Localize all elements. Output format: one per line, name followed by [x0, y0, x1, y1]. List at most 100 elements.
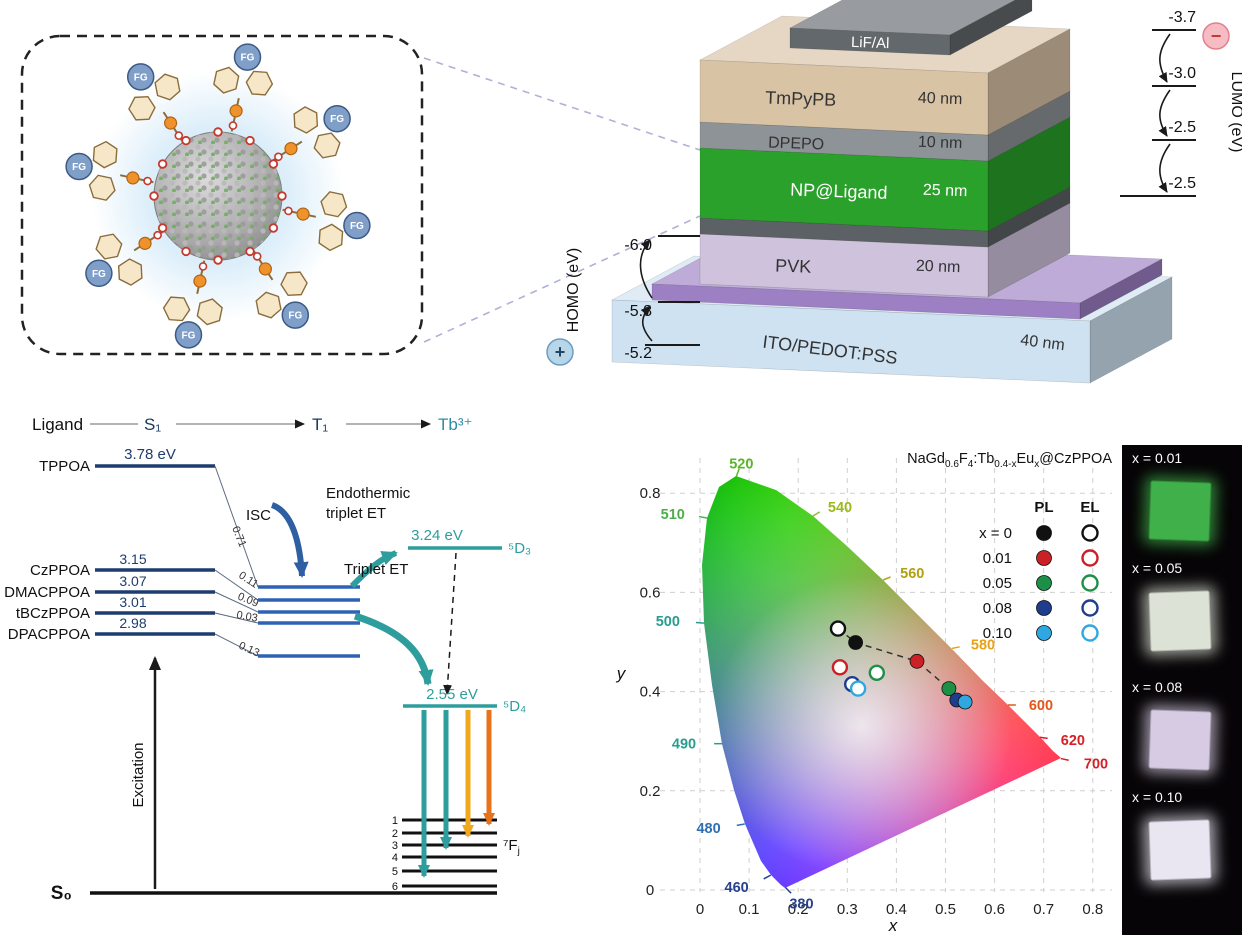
oxygen-atom: [198, 262, 208, 271]
wavelength-tick: [695, 621, 704, 624]
excitation-label: Excitation: [130, 742, 147, 807]
lumo-arrow: [1158, 89, 1171, 137]
oxygen-rim-atom: [157, 223, 168, 233]
homo-levels: HOMO (eV) -6.0 -5.8 -5.2 +: [546, 235, 700, 366]
ligand-arm: [124, 71, 184, 142]
s1-energy: 2.98: [119, 615, 146, 631]
dashed-inset-box: [20, 34, 424, 356]
phosphorus-atom: [164, 116, 178, 130]
legend-row-label: 0.05: [983, 575, 1012, 592]
ligand-name: tBCzPPOA: [16, 605, 90, 622]
lumo-axis-label: LUMO (eV): [1228, 72, 1242, 153]
header-t1: T₁: [312, 415, 328, 434]
legend-row-label: 0.10: [983, 625, 1012, 642]
wavelength-tick: [951, 646, 960, 650]
wavelength-tick: [882, 576, 891, 581]
nanoparticle-core-texture: [154, 132, 282, 260]
pl-point: [941, 681, 957, 696]
oxygen-rim-atom: [149, 191, 159, 201]
wavelength-tick: [736, 823, 745, 827]
fj-index: 4: [392, 852, 398, 864]
fg-label: FG: [134, 72, 148, 83]
wavelength-label: 700: [1084, 757, 1108, 773]
fg-label: FG: [72, 162, 86, 173]
wavelength-tick: [1060, 757, 1069, 761]
phosphorus-atom: [193, 274, 207, 288]
oxygen-rim-atom: [268, 223, 279, 233]
wavelength-label: 490: [672, 737, 696, 753]
x-axis-title: x: [888, 916, 898, 935]
layer-LiF/Al: LiF/Al: [788, 0, 1033, 56]
wavelength-tick: [1039, 736, 1048, 740]
lumo-value: -3.7: [1168, 9, 1196, 26]
s1-energy: 3.07: [119, 573, 146, 589]
endothermic-label-1: Endothermic: [326, 485, 411, 502]
isc-arrow: [270, 502, 309, 578]
wavelength-label: 600: [1029, 698, 1053, 714]
ligand-name: TPPOA: [39, 458, 90, 475]
ligand-arm: [282, 189, 350, 255]
header-s1: S₁: [144, 415, 161, 434]
wavelength-tick: [698, 515, 708, 519]
wavelength-label: 510: [661, 507, 685, 523]
lumo-arrow: [1158, 33, 1171, 83]
d4-energy: 2.55 eV: [426, 686, 478, 703]
wavelength-tick: [784, 886, 792, 894]
device-photo: [1148, 819, 1212, 881]
s1-energy: 3.01: [119, 594, 146, 610]
isc-yield: 0.13: [237, 640, 261, 660]
ligand-arm: [211, 64, 277, 132]
legend-el-swatch: [1081, 524, 1099, 542]
s1-energy: 3.15: [119, 551, 146, 567]
legend-el-swatch: [1081, 624, 1099, 642]
layer-thickness: 20 nm: [916, 258, 961, 277]
oxygen-rim-atom: [268, 159, 279, 169]
photo-label: x = 0.08: [1132, 679, 1182, 695]
header-tb: Tb³⁺: [438, 415, 472, 434]
ligand-name: DMACPPOA: [4, 584, 90, 601]
y-tick-label: 0.4: [640, 684, 661, 701]
x-tick-label: 0: [696, 901, 704, 918]
el-point: [868, 664, 885, 681]
layer-front-face: [699, 217, 989, 248]
legend-el-swatch: [1081, 549, 1099, 567]
fg-label: FG: [182, 330, 196, 341]
fj-label: ⁷Fj: [503, 837, 520, 857]
lumo-value: -2.5: [1168, 175, 1196, 192]
wavelength-tick: [735, 468, 740, 477]
oxygen-rim-atom: [213, 255, 223, 265]
device-photo: [1148, 590, 1212, 652]
fg-circle: [65, 152, 93, 181]
layer-thickness: 40 nm: [1019, 332, 1065, 354]
s0-label: S₀: [51, 883, 72, 904]
device-photo: [1148, 480, 1212, 542]
y-tick-label: 0.6: [640, 584, 661, 601]
oxygen-atom: [284, 206, 293, 216]
legend-el-header: EL: [1080, 499, 1099, 516]
zoom-connector-lines: [423, 57, 701, 343]
fg-label: FG: [330, 114, 344, 125]
endothermic-et-arrow: [349, 550, 398, 589]
nonradiative-arrow: [443, 552, 457, 695]
triplet-et-label: Triplet ET: [344, 561, 408, 578]
photo-label: x = 0.10: [1132, 789, 1182, 805]
energy-diagram: Ligand S₁ T₁ Tb³⁺ TPPOA CzPPOA DMACPPOA …: [4, 415, 531, 904]
homo-axis-label: HOMO (eV): [565, 248, 582, 332]
fj-index: 5: [392, 866, 398, 878]
wavelength-label: 560: [900, 566, 924, 582]
ligand-arm: [272, 102, 343, 162]
x-tick-label: 0.1: [739, 901, 760, 918]
wavelength-tick: [812, 511, 821, 517]
endothermic-label-2: triplet ET: [326, 505, 386, 522]
lumo-value: -2.5: [1168, 119, 1196, 136]
x-tick-label: 0.2: [788, 901, 809, 918]
legend-el-swatch: [1081, 574, 1099, 592]
photo-label: x = 0.05: [1132, 560, 1182, 576]
pl-point: [848, 635, 863, 650]
legend-pl-swatch: [1036, 625, 1052, 641]
cie-gamut: [702, 476, 1061, 888]
fg-label: FG: [288, 311, 302, 322]
